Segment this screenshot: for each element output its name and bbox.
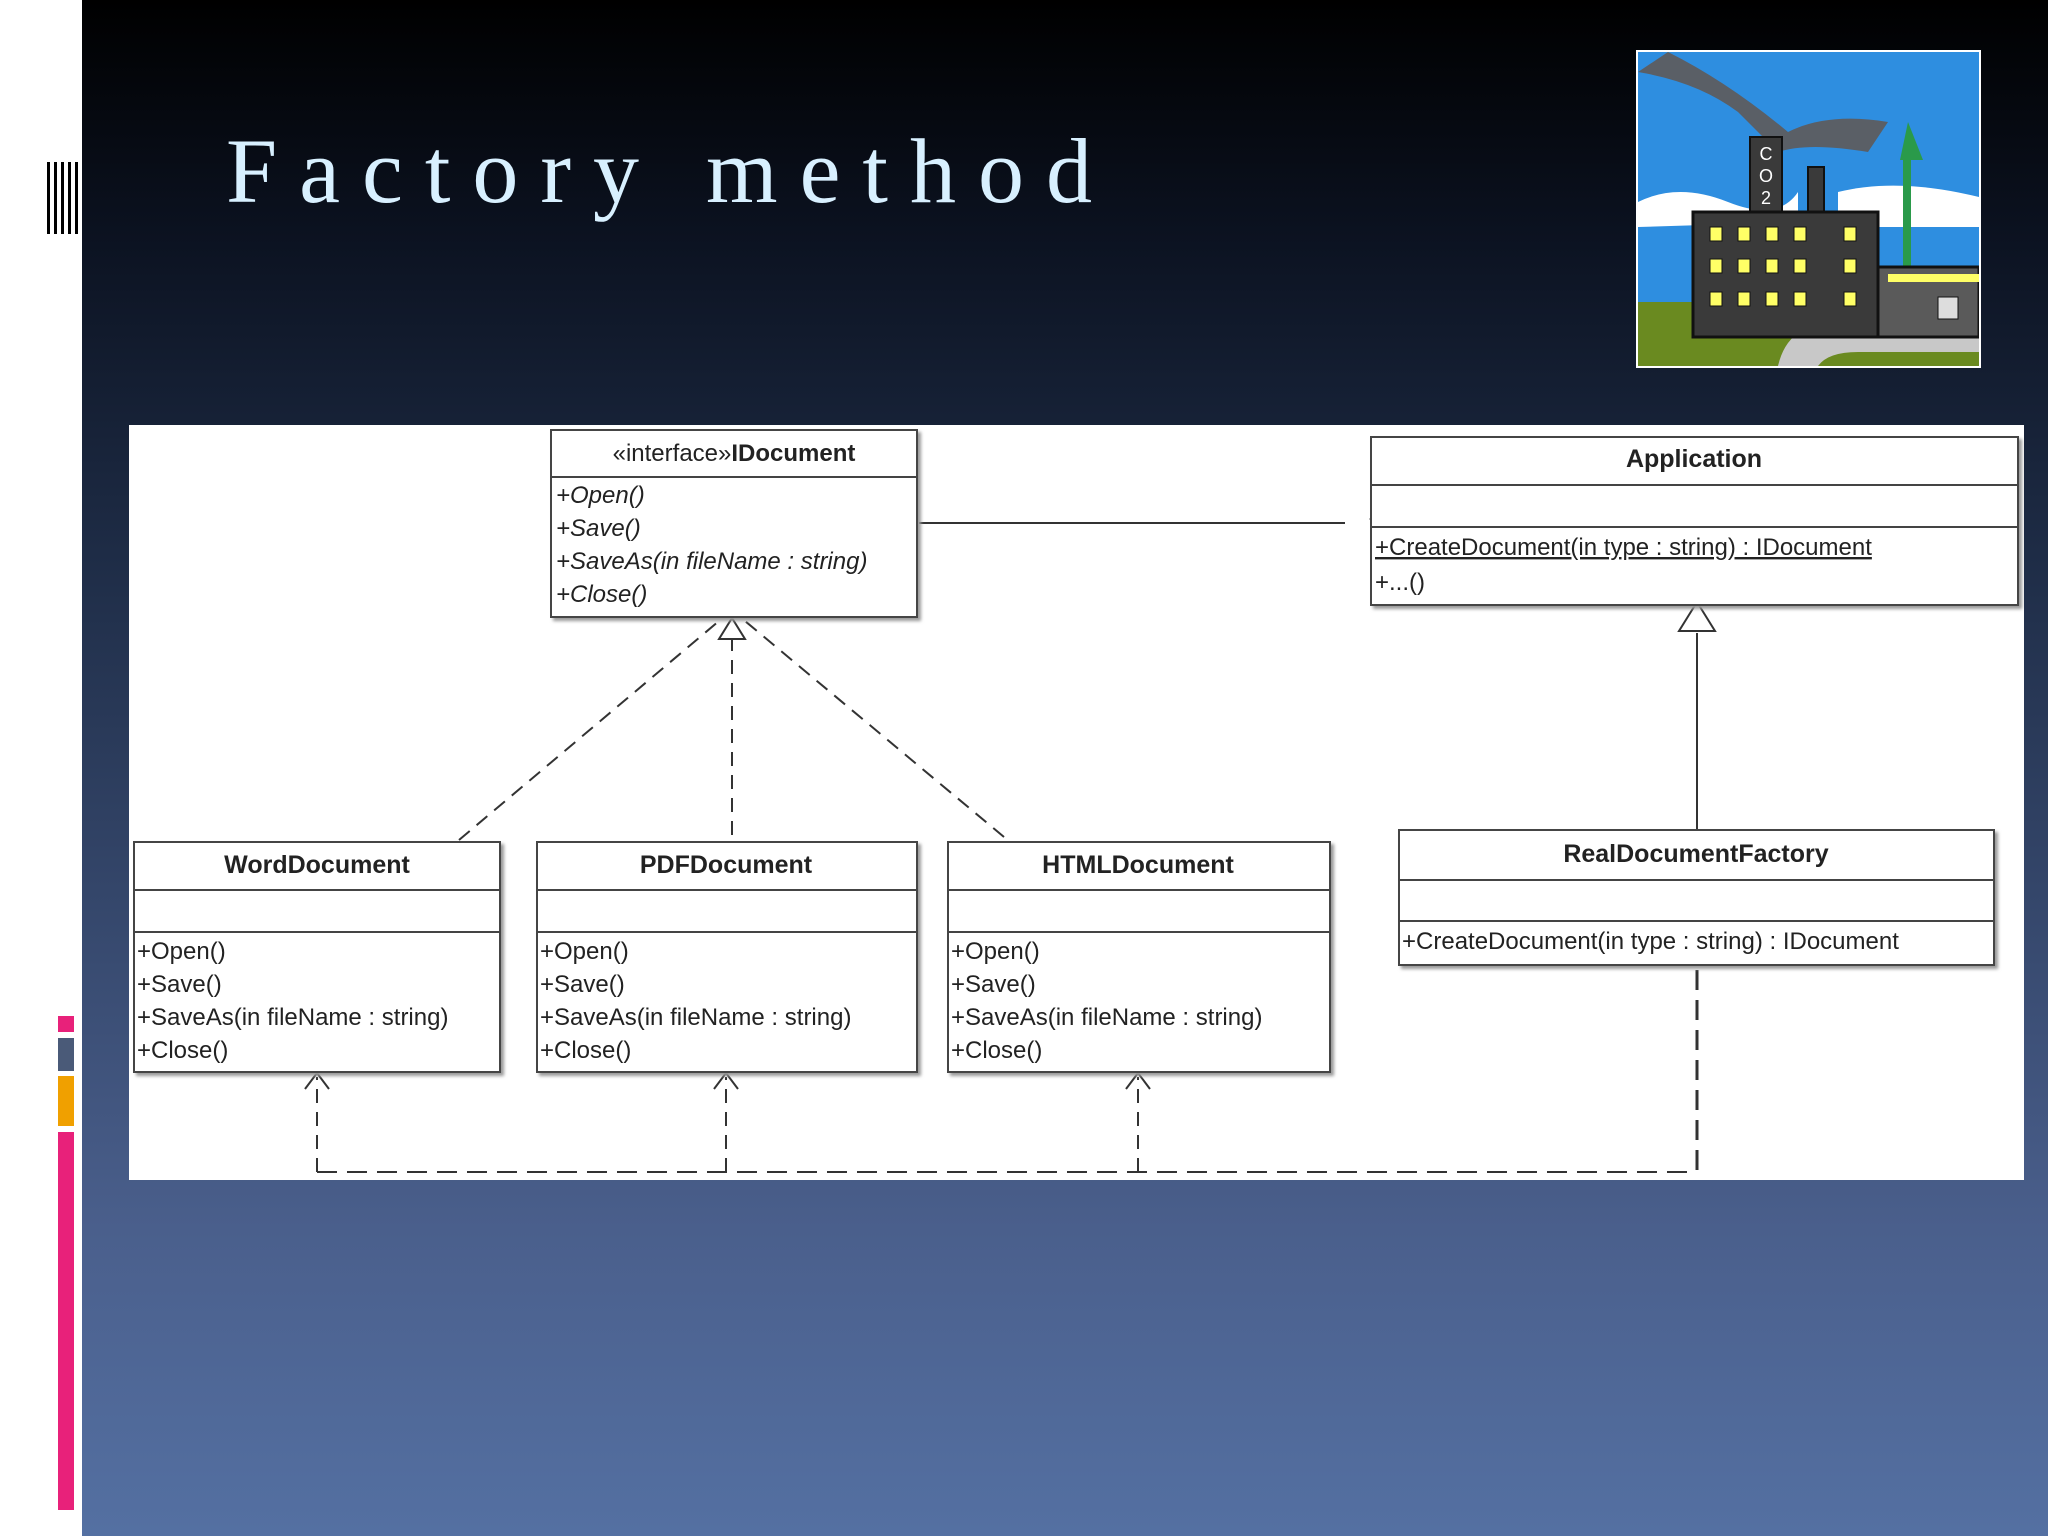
chimney-letter-c: C	[1760, 144, 1773, 164]
class-realdocumentfactory: RealDocumentFactory +CreateDocument(in t…	[1398, 829, 1995, 966]
class-name-htmldocument: HTMLDocument	[1042, 851, 1234, 879]
method-item: +Open()	[556, 482, 645, 509]
method-item: +...()	[1375, 569, 1425, 596]
dependency-arrowhead-html-icon	[1125, 1071, 1151, 1090]
method-item: +Save()	[137, 971, 222, 998]
method-item: +Close()	[137, 1037, 228, 1064]
chimney-letter-2: 2	[1761, 188, 1771, 208]
method-item: +Open()	[540, 938, 629, 965]
method-item: +Close()	[556, 581, 647, 608]
class-idocument: «interface»IDocument +Open() +Save() +Sa…	[550, 429, 918, 618]
class-name-realdocumentfactory: RealDocumentFactory	[1563, 840, 1828, 868]
dependency-arrowhead-pdf-icon	[713, 1071, 739, 1090]
interface-stereotype: «interface»	[613, 440, 732, 467]
svg-text:«interface»IDocument: «interface»IDocument	[613, 440, 856, 467]
class-worddocument: WordDocument +Open() +Save() +SaveAs(in …	[133, 841, 501, 1073]
method-item: +SaveAs(in fileName : string)	[540, 1004, 851, 1031]
method-item: +Close()	[951, 1037, 1042, 1064]
uml-diagram: «interface»IDocument +Open() +Save() +Sa…	[129, 425, 2024, 1180]
accent-bar-gray	[58, 1038, 74, 1071]
striped-decoration	[47, 162, 82, 234]
factory-illustration-icon: C O 2	[1636, 50, 1981, 368]
class-htmldocument: HTMLDocument +Open() +Save() +SaveAs(in …	[947, 841, 1331, 1073]
class-name-pdfdocument: PDFDocument	[640, 851, 813, 879]
method-item: +Save()	[556, 515, 641, 542]
realization-line-html	[744, 620, 1005, 838]
method-item: +SaveAs(in fileName : string)	[556, 548, 867, 575]
chimney-letter-o: O	[1759, 166, 1773, 186]
class-pdfdocument: PDFDocument +Open() +Save() +SaveAs(in f…	[536, 841, 918, 1073]
realization-arrowhead-icon	[717, 616, 747, 640]
method-item: +Save()	[540, 971, 625, 998]
method-item: +Open()	[951, 938, 1040, 965]
method-item: +SaveAs(in fileName : string)	[951, 1004, 1262, 1031]
method-item: +SaveAs(in fileName : string)	[137, 1004, 448, 1031]
inheritance-arrowhead-icon	[1677, 600, 1717, 632]
realization-line-word	[458, 620, 720, 841]
class-application: Application +CreateDocument(in type : st…	[1370, 436, 2019, 606]
accent-bar-pink-top	[58, 1016, 74, 1032]
accent-bar-orange	[58, 1076, 74, 1126]
method-item: +Close()	[540, 1037, 631, 1064]
method-item: +Open()	[137, 938, 226, 965]
class-name-idocument: IDocument	[731, 440, 855, 467]
slide-title: Factory method	[226, 120, 1114, 222]
method-item: +CreateDocument(in type : string) : IDoc…	[1402, 928, 1899, 955]
dependency-arrowhead-word-icon	[304, 1071, 330, 1090]
method-item: +Save()	[951, 971, 1036, 998]
class-name-worddocument: WordDocument	[224, 851, 410, 879]
class-name-application: Application	[1626, 445, 1762, 473]
method-item: +CreateDocument(in type : string) : IDoc…	[1375, 534, 1872, 561]
accent-bar-pink	[58, 1132, 74, 1510]
